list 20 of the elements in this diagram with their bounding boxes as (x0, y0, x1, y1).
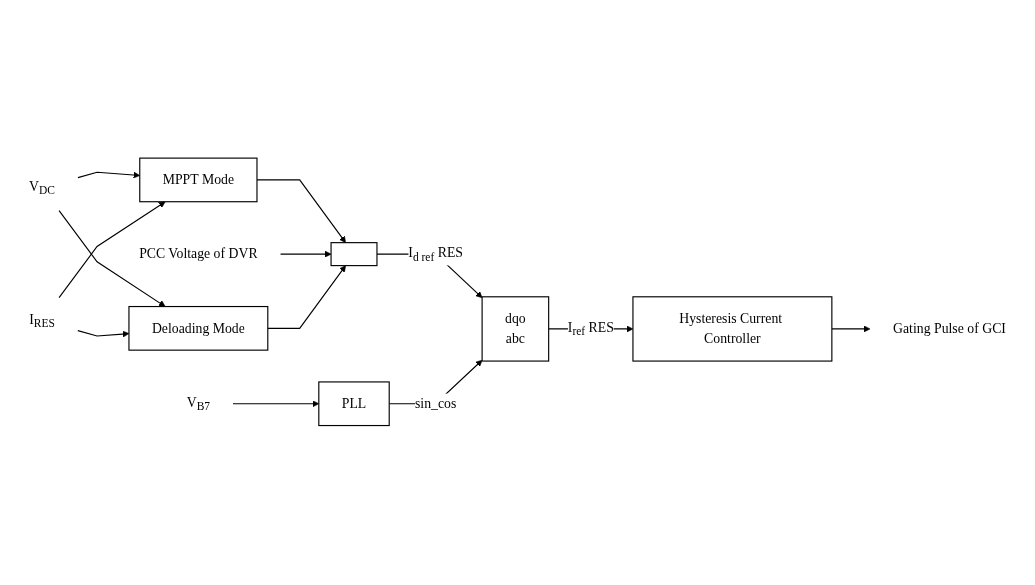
node-text: V$_{B7}$ (186, 394, 211, 413)
node-box: dqo abc (481, 296, 550, 362)
node-box: Hysteresis Current Controller (632, 296, 833, 362)
node-text: Gating Pulse of GCI (893, 320, 1006, 337)
node-text: V$_{DC}$ (29, 178, 55, 197)
arrow (280, 250, 332, 258)
node-box: MPPT Mode (139, 157, 258, 203)
edge-label: I$_{d ref}$ RES (408, 245, 463, 264)
node-text: I$_{RES}$ (29, 311, 55, 330)
arrow (256, 179, 346, 244)
node-box: Deloading Mode (128, 306, 269, 351)
arrow (267, 265, 346, 329)
arrow (58, 210, 166, 307)
edge-label: sin_cos (415, 395, 457, 412)
node-text: PCC Voltage of DVR (139, 246, 258, 262)
arrow (58, 201, 166, 299)
node-box: PLL (318, 381, 390, 427)
node-box (330, 242, 378, 267)
edge-label: I$_{ref}$ RES (567, 319, 614, 338)
arrow (831, 325, 871, 333)
